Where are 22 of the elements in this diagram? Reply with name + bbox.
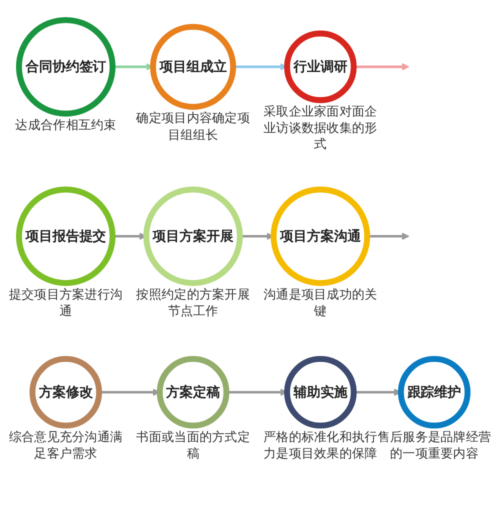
node-label: 严格的标准化和执行力是项目效果的保障 xyxy=(263,428,378,461)
node-circle: 方案定稿 xyxy=(156,356,230,429)
node-circle: 项目组成立 xyxy=(150,24,236,110)
node-circle: 合同协约签订 xyxy=(16,17,116,117)
node-circle: 跟踪维护 xyxy=(398,356,470,429)
node-label: 按照约定的方案开展节点工作 xyxy=(136,286,250,318)
node-label: 沟通是项目成功的关键 xyxy=(263,286,378,318)
node-circle: 项目报告提交 xyxy=(16,186,116,286)
arrow xyxy=(367,232,410,240)
node-circle: 辅助实施 xyxy=(284,356,357,429)
node-label: 书面或当面的方式定稿 xyxy=(136,428,250,461)
node-label: 达成合作相互约束 xyxy=(15,116,116,132)
node-label: 售后服务是品牌经营的一项重要内容 xyxy=(377,428,492,461)
node-label: 确定项目内容确定项目组组长 xyxy=(136,110,250,142)
arrow xyxy=(354,63,410,71)
node-label: 采取企业家面对面企业访谈数据收集的形式 xyxy=(263,103,378,152)
node-circle: 项目方案沟通 xyxy=(270,186,370,286)
node-label: 综合意见充分沟通满足客户需求 xyxy=(8,428,123,461)
node-circle: 方案修改 xyxy=(30,356,102,429)
node-label: 提交项目方案进行沟通 xyxy=(8,286,123,318)
node-circle: 项目方案开展 xyxy=(143,186,243,286)
node-circle: 行业调研 xyxy=(284,30,357,104)
